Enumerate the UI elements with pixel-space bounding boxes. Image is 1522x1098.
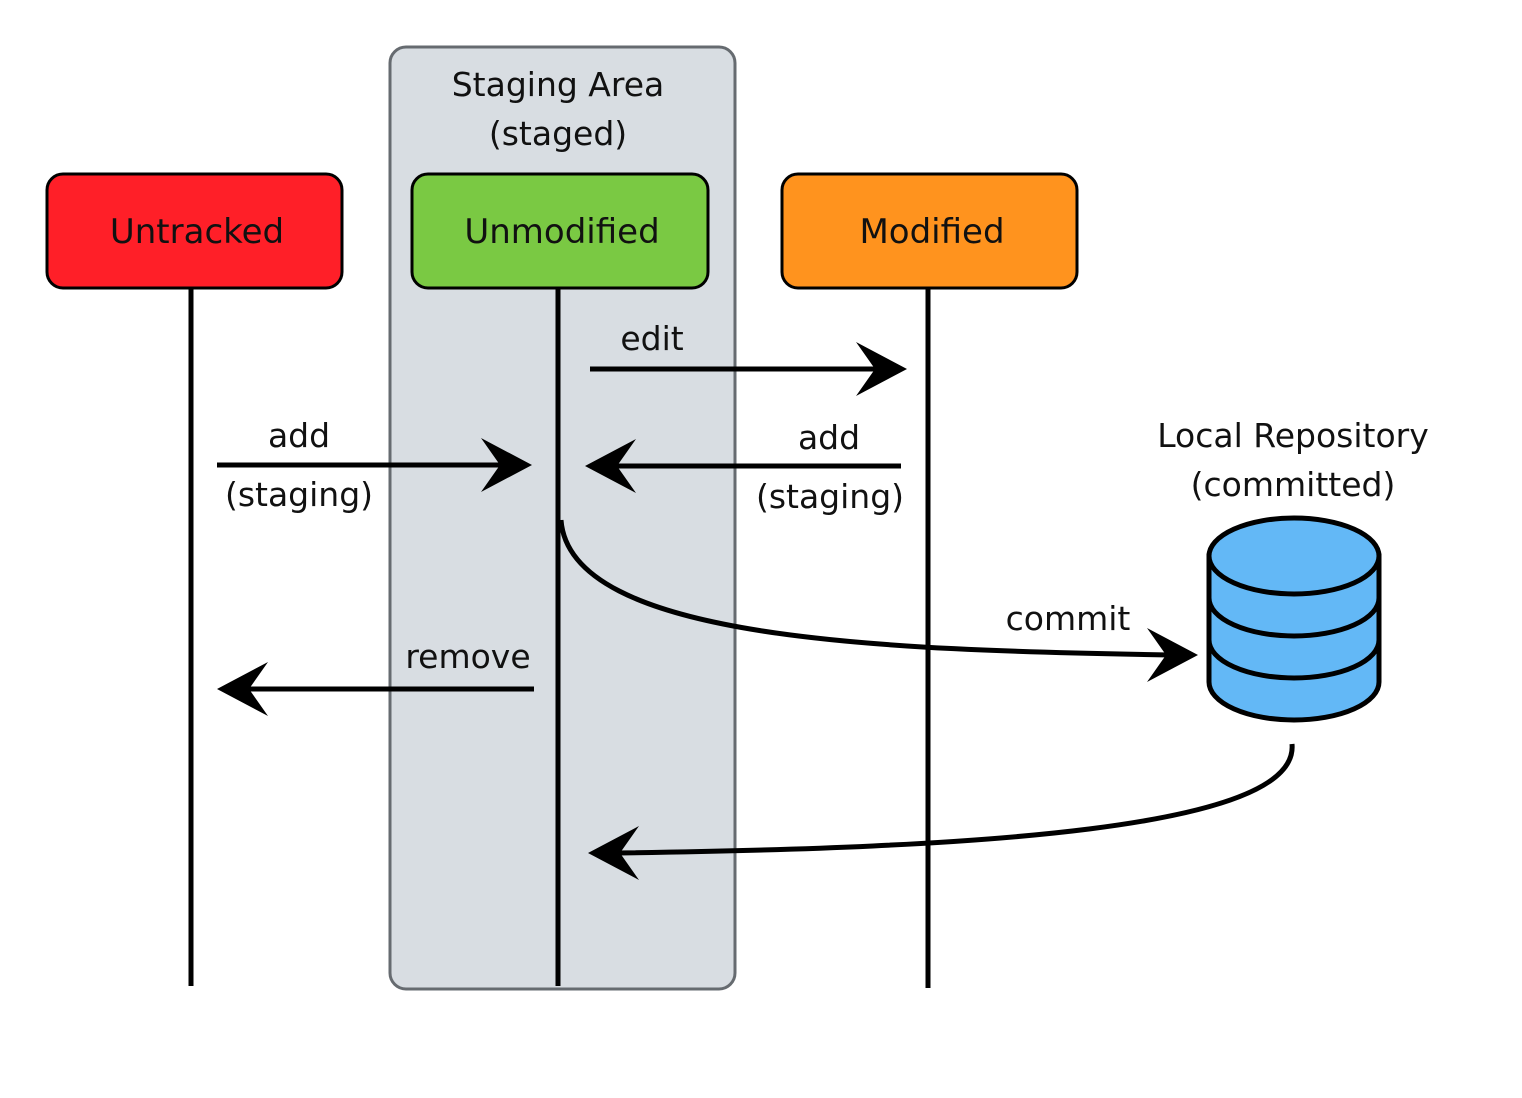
add-from-untracked-arrowhead (481, 438, 532, 492)
edit-label: edit (620, 319, 683, 358)
repository-title: Local Repository (1157, 416, 1429, 455)
staging-area-title: Staging Area (452, 65, 665, 104)
checkout-arrowhead (588, 826, 639, 880)
staging-area-subtitle: (staged) (489, 114, 627, 153)
state-modified-label: Modified (859, 212, 1004, 252)
state-unmodified-label: Unmodified (464, 212, 659, 252)
remove-label: remove (405, 637, 530, 676)
repository-subtitle: (committed) (1191, 465, 1396, 504)
remove-transition: remove (217, 637, 534, 716)
add-from-untracked-sublabel: (staging) (225, 475, 373, 514)
commit-transition: commit (558, 519, 1198, 682)
database-icon (1206, 515, 1382, 723)
remove-arrowhead (217, 662, 268, 716)
state-unmodified-box (410, 172, 710, 290)
state-modified: Modified (780, 172, 1079, 290)
state-untracked: Untracked (45, 172, 344, 290)
add-from-modified-sublabel: (staging) (756, 477, 904, 516)
database-top (1206, 515, 1382, 597)
edit-arrowhead (856, 342, 907, 396)
database-ring-1 (1206, 597, 1382, 639)
database-ring-2 (1206, 639, 1382, 681)
state-untracked-box (45, 172, 344, 290)
commit-label: commit (1006, 599, 1131, 638)
add-from-modified-transition: add (staging) (585, 418, 904, 516)
state-unmodified: Unmodified (410, 172, 710, 290)
commit-arrowhead (1147, 628, 1198, 682)
add-from-modified-arrowhead (585, 439, 636, 493)
state-modified-box (780, 172, 1079, 290)
checkout-transition (588, 743, 1295, 880)
add-from-untracked-label: add (268, 416, 330, 455)
edit-transition: edit (590, 319, 907, 396)
state-untracked-label: Untracked (110, 212, 284, 252)
commit-arrow-curve (558, 519, 1171, 658)
checkout-arrow-curve (617, 743, 1295, 856)
add-from-modified-label: add (798, 418, 860, 457)
add-from-untracked-transition: add (staging) (217, 416, 532, 514)
